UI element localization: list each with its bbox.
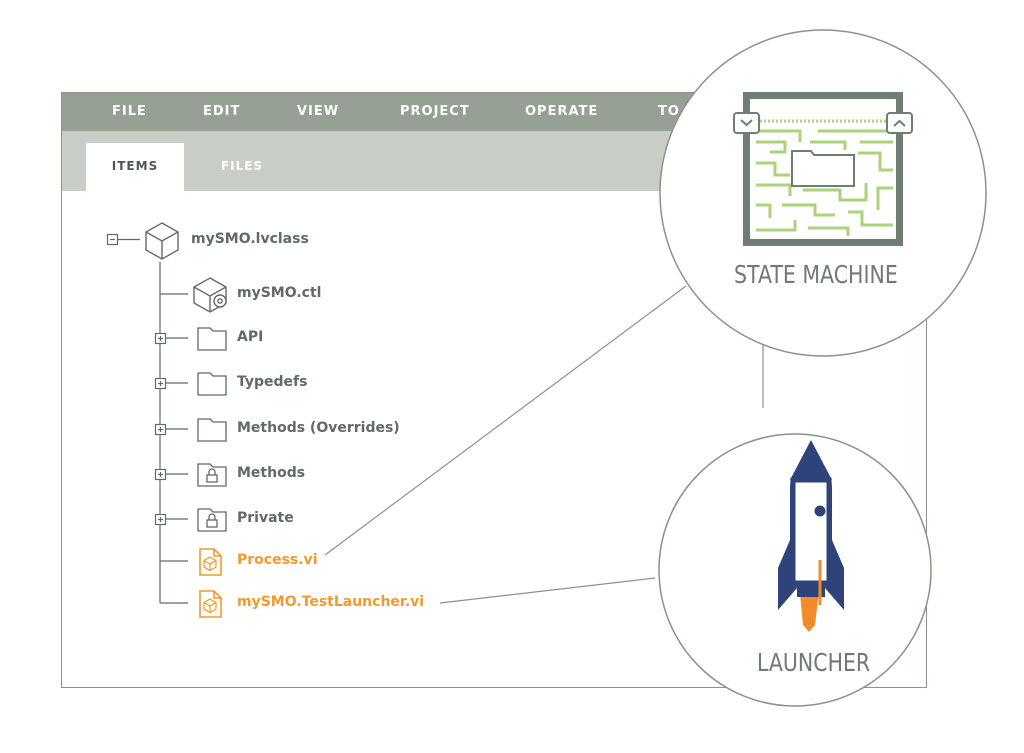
tree-item-label[interactable]: Process.vi: [237, 552, 318, 568]
rocket-icon: [778, 440, 844, 632]
launcher-badge: [658, 433, 932, 707]
expand-toggle-api[interactable]: [154, 332, 167, 345]
tree-item-label[interactable]: mySMO.TestLauncher.vi: [237, 594, 425, 610]
expand-toggle-private[interactable]: [154, 513, 167, 526]
tree-item-label[interactable]: Methods (Overrides): [237, 420, 400, 436]
maze-icon: [752, 119, 893, 236]
control-cube-icon: [193, 277, 227, 313]
launcher-title: LAUNCHER: [757, 648, 871, 677]
tree-item-label[interactable]: Methods: [237, 465, 306, 481]
expand-toggle-typedefs[interactable]: [154, 377, 167, 390]
class-cube-icon: [145, 222, 179, 260]
locked-folder-icon: [197, 463, 227, 487]
chevron-up-icon[interactable]: [886, 112, 913, 134]
folder-icon: [791, 150, 855, 187]
tab-items[interactable]: ITEMS: [86, 143, 184, 191]
tree-item-label[interactable]: Private: [237, 510, 294, 526]
menu-operate[interactable]: OPERATE: [525, 104, 599, 119]
callout-line: [439, 577, 656, 604]
menu-view[interactable]: VIEW: [297, 104, 340, 119]
expand-toggle-methods[interactable]: [154, 468, 167, 481]
vi-file-icon: [199, 590, 222, 618]
expand-toggle-overrides[interactable]: [154, 423, 167, 436]
folder-icon: [197, 372, 227, 396]
menu-file[interactable]: FILE: [112, 104, 147, 119]
locked-folder-icon: [197, 508, 227, 532]
menu-project[interactable]: PROJECT: [400, 104, 470, 119]
collapse-toggle[interactable]: [106, 233, 119, 246]
tree-item-label[interactable]: Typedefs: [237, 374, 308, 390]
tab-files[interactable]: FILES: [220, 159, 264, 173]
menu-edit[interactable]: EDIT: [203, 104, 241, 119]
tree-item-label[interactable]: API: [237, 329, 264, 345]
folder-icon: [197, 418, 227, 442]
tree-item-label[interactable]: mySMO.ctl: [237, 285, 322, 301]
vi-file-icon: [199, 548, 222, 576]
chevron-down-icon[interactable]: [733, 112, 760, 134]
folder-icon: [197, 327, 227, 351]
menu-tools[interactable]: TO: [658, 104, 680, 119]
state-machine-title: STATE MACHINE: [734, 260, 898, 289]
callout-line: [324, 285, 687, 556]
state-machine-badge: [659, 29, 987, 357]
tree-root-label[interactable]: mySMO.lvclass: [191, 231, 309, 247]
